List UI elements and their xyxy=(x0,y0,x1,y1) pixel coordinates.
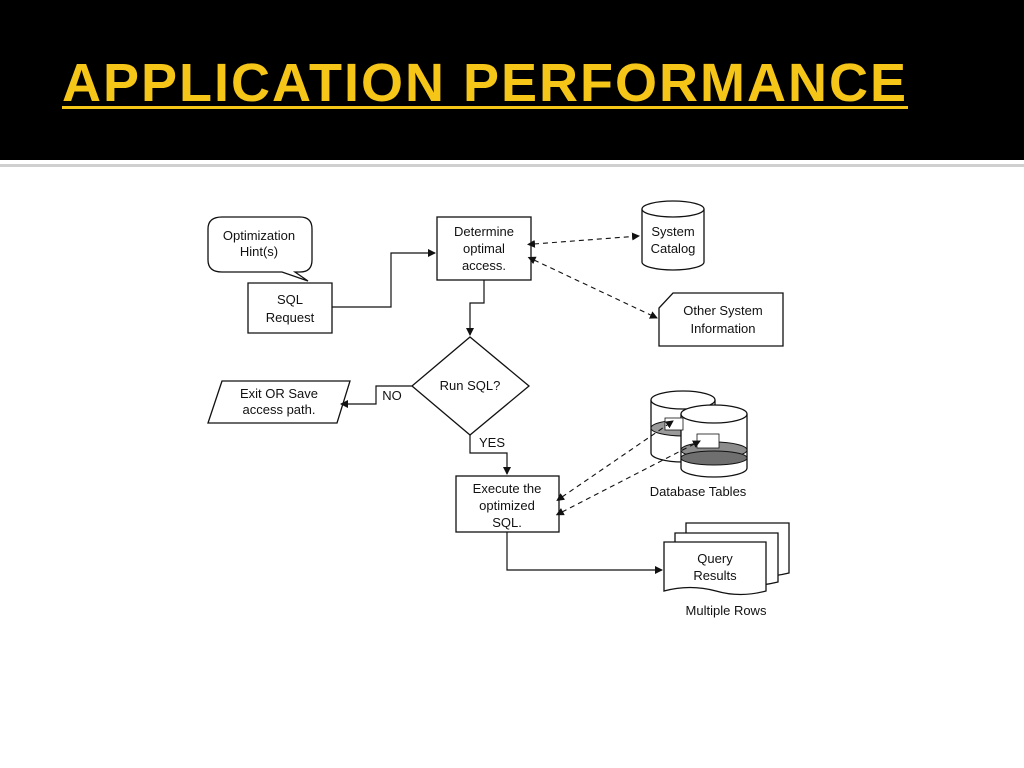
title-divider xyxy=(0,164,1024,167)
determine-line-1: Determine xyxy=(454,224,514,239)
sql-request-line-2: Request xyxy=(266,310,315,325)
connectors xyxy=(332,249,663,574)
hint-line-2: Hint(s) xyxy=(240,244,278,259)
determine-line-3: access. xyxy=(462,258,506,273)
multiple-rows-label: Multiple Rows xyxy=(686,603,767,618)
sql-request-line-1: SQL xyxy=(277,292,303,307)
query-results-stack: Query Results xyxy=(663,522,790,596)
database-tables-label: Database Tables xyxy=(650,484,747,499)
dashed-connectors xyxy=(527,232,701,516)
system-catalog-line-2: Catalog xyxy=(651,241,696,256)
query-results-line-1: Query xyxy=(697,551,733,566)
query-results-line-2: Results xyxy=(693,568,737,583)
title-bar xyxy=(0,0,1024,160)
hint-line-1: Optimization xyxy=(223,228,295,243)
execute-line-1: Execute the xyxy=(473,481,542,496)
sql-request-box: SQL Request xyxy=(247,282,333,334)
optimization-hint-callout: Optimization Hint(s) xyxy=(207,216,313,282)
yes-label: YES xyxy=(479,435,505,450)
other-system-info-box: Other System Information xyxy=(658,292,784,347)
run-sql-decision: Run SQL? xyxy=(410,336,531,436)
other-info-line-2: Information xyxy=(690,321,755,336)
run-sql-label: Run SQL? xyxy=(440,378,501,393)
slide-title: APPLICATION PERFORMANCE xyxy=(62,53,909,113)
exit-save-box: Exit OR Save access path. xyxy=(207,380,351,424)
other-info-line-1: Other System xyxy=(683,303,762,318)
system-catalog-line-1: System xyxy=(651,224,694,239)
database-tables-icon xyxy=(650,390,748,478)
determine-access-box: Determine optimal access. xyxy=(436,216,532,281)
execute-sql-box: Execute the optimized SQL. xyxy=(455,475,560,533)
exit-save-line-1: Exit OR Save xyxy=(240,386,318,401)
execute-line-3: SQL. xyxy=(492,515,522,530)
no-label: NO xyxy=(382,388,402,403)
system-catalog-cylinder: System Catalog xyxy=(641,200,705,271)
determine-line-2: optimal xyxy=(463,241,505,256)
exit-save-line-2: access path. xyxy=(243,402,316,417)
execute-line-2: optimized xyxy=(479,498,535,513)
